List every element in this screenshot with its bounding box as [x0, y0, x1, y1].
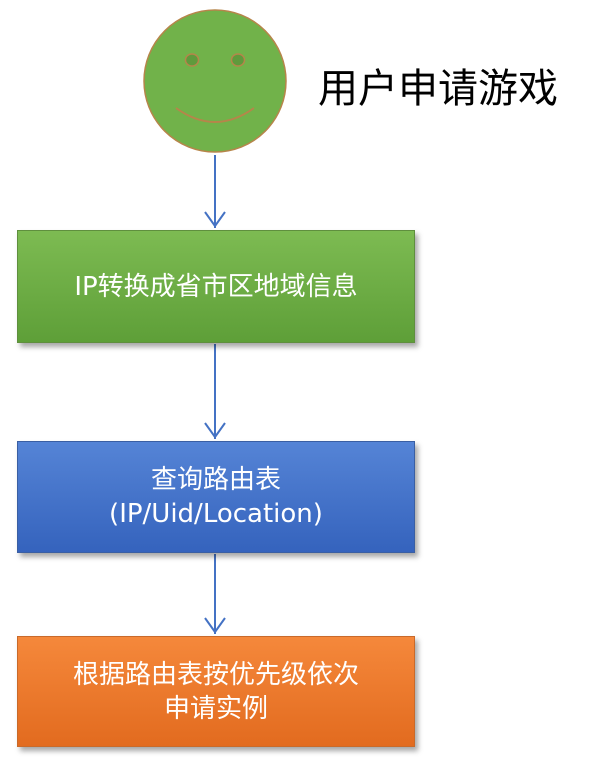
- step-request-instance: 根据路由表按优先级依次 申请实例: [17, 636, 415, 747]
- left-eye: [184, 53, 200, 67]
- step-request-instance-line1: 根据路由表按优先级依次: [72, 659, 359, 690]
- arrow-step1-to-step2: [204, 344, 226, 439]
- start-title: 用户申请游戏: [318, 66, 558, 112]
- arrow-step2-to-step3: [204, 554, 226, 634]
- arrow-start-to-step1: [204, 155, 226, 228]
- right-eye: [230, 53, 246, 67]
- step-request-instance-line2: 申请实例: [163, 693, 268, 724]
- step-query-route-table-line1: 查询路由表: [150, 465, 281, 495]
- step-query-route-table: 查询路由表 (IP/Uid/Location): [17, 441, 415, 553]
- step-ip-to-region: IP转换成省市区地域信息: [17, 230, 415, 343]
- smiley-face-icon: [143, 9, 287, 153]
- step-ip-to-region-label: IP转换成省市区地域信息: [74, 271, 358, 302]
- step-query-route-table-line2: (IP/Uid/Location): [109, 499, 323, 529]
- smile-mouth: [175, 107, 255, 123]
